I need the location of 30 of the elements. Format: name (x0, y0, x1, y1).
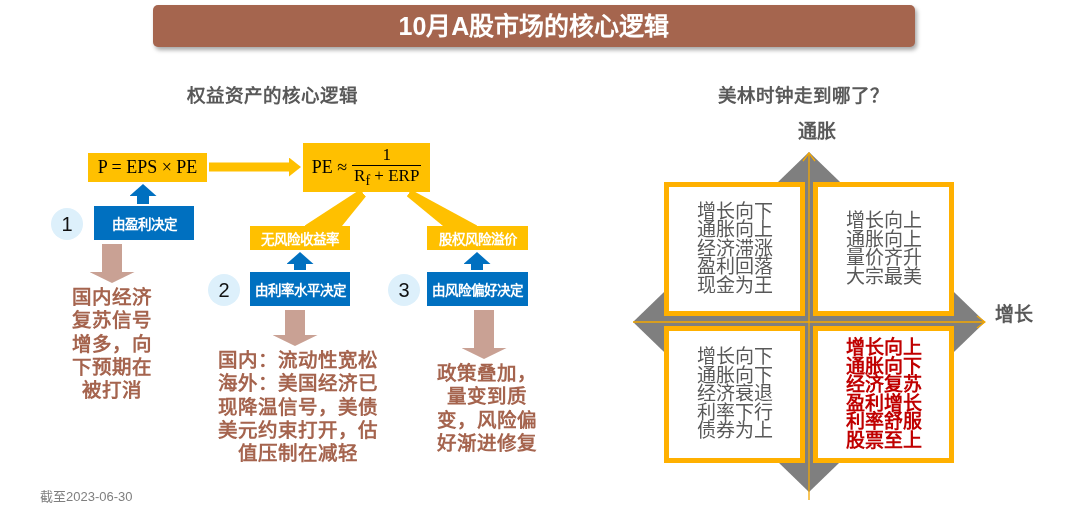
section-heading: 美林时钟走到哪了？ (717, 83, 889, 107)
number-circle: 2 (208, 274, 240, 306)
label-box: 股权风险溢价 (427, 226, 528, 250)
axis-label: 增长 (995, 303, 1033, 327)
label-box: 由利率水平决定 (250, 272, 350, 306)
quadrant-box: 增长向上 通胀向上 量价齐升 大宗最美 (813, 182, 954, 316)
title-banner: 10月A股市场的核心逻辑 (153, 5, 915, 47)
note-text: 国内：流动性宽松 海外：美国经济已现降温信号，美债美元约束打开，估值压制在减轻 (217, 349, 379, 466)
formula-box: P = EPS × PE (88, 153, 207, 182)
arrow (209, 157, 301, 177)
quadrant-box: 增长向上 通胀向下 经济复苏 盈利增长 利率舒服 股票至上 (813, 326, 954, 463)
number-circle: 3 (388, 274, 420, 306)
section-heading: 权益资产的核心逻辑 (186, 83, 358, 107)
formula-box: PE ≈ 1 R$_{f}$ + ERP (303, 143, 430, 192)
arrow (461, 310, 507, 359)
arrow (286, 252, 314, 270)
arrow (463, 252, 491, 270)
label-box: 由盈利决定 (94, 206, 194, 240)
arrow (272, 310, 318, 346)
arrow (89, 244, 135, 283)
quadrant-box: 增长向下 通胀向上 经济滞涨 盈利回落 现金为王 (664, 182, 805, 316)
label-box: 无风险收益率 (250, 226, 350, 250)
note-text: 国内经济复苏信号增多，向下预期在被打消 (70, 286, 154, 403)
number-circle: 1 (51, 208, 83, 240)
label-box: 由风险偏好决定 (427, 272, 528, 306)
note-text: 政策叠加，量变到质变，风险偏好渐进修复 (431, 362, 543, 456)
arrow (129, 184, 157, 204)
axis-label: 通胀 (798, 120, 836, 144)
source-note: 截至2023-06-30 (40, 489, 133, 506)
quadrant-box: 增长向下 通胀向下 经济衰退 利率下行 债券为上 (664, 326, 805, 463)
